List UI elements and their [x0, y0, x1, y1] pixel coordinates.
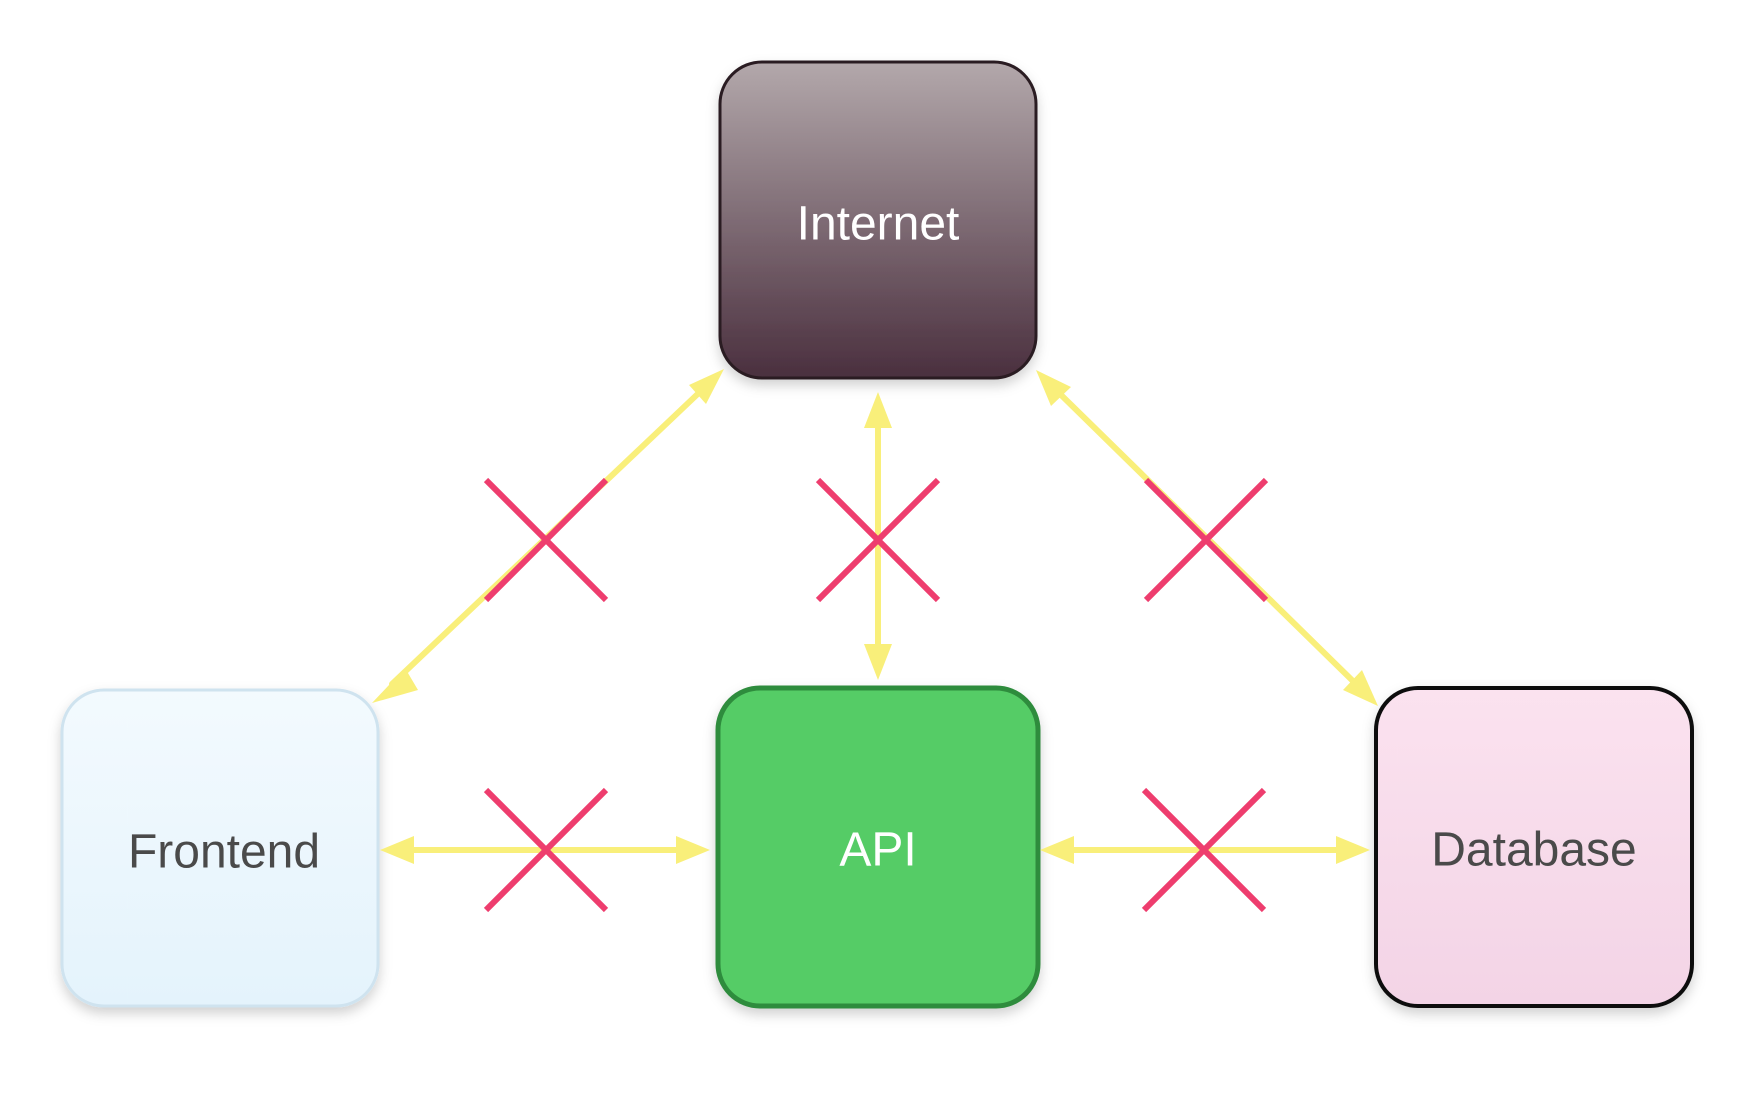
arrowhead-api: [676, 836, 710, 864]
arrowhead-frontend: [380, 836, 414, 864]
blocked-marks: [483, 477, 1269, 913]
arrowhead-api: [864, 644, 892, 680]
blocked-x-api-database: [1141, 787, 1267, 913]
blocked-x-frontend-api: [483, 787, 609, 913]
internet-label: Internet: [797, 198, 960, 251]
blocked-x-frontend-internet: [483, 477, 609, 603]
arrowhead-api: [1040, 836, 1074, 864]
connection-api-internet: [864, 392, 892, 680]
blocked-x-api-internet: [815, 477, 941, 603]
database-label: Database: [1431, 824, 1636, 877]
arrowhead-internet: [1036, 370, 1071, 406]
api-label: API: [839, 824, 916, 877]
node-internet: Internet: [718, 60, 1038, 380]
blocked-x-database-internet: [1143, 477, 1269, 603]
api-box: [715, 685, 1041, 1009]
node-frontend: Frontend: [60, 688, 380, 1008]
database-box: [1374, 686, 1694, 1008]
node-api: API: [715, 685, 1041, 1009]
frontend-label: Frontend: [128, 826, 320, 879]
node-database: Database: [1374, 686, 1694, 1008]
internet-box: [718, 60, 1038, 380]
frontend-box: [60, 688, 380, 1008]
arrowhead-internet: [864, 392, 892, 428]
arrowhead-frontend: [372, 668, 418, 703]
arrowhead-internet: [689, 369, 724, 404]
arrowhead-database: [1343, 670, 1378, 706]
arrowhead-database: [1336, 836, 1370, 864]
